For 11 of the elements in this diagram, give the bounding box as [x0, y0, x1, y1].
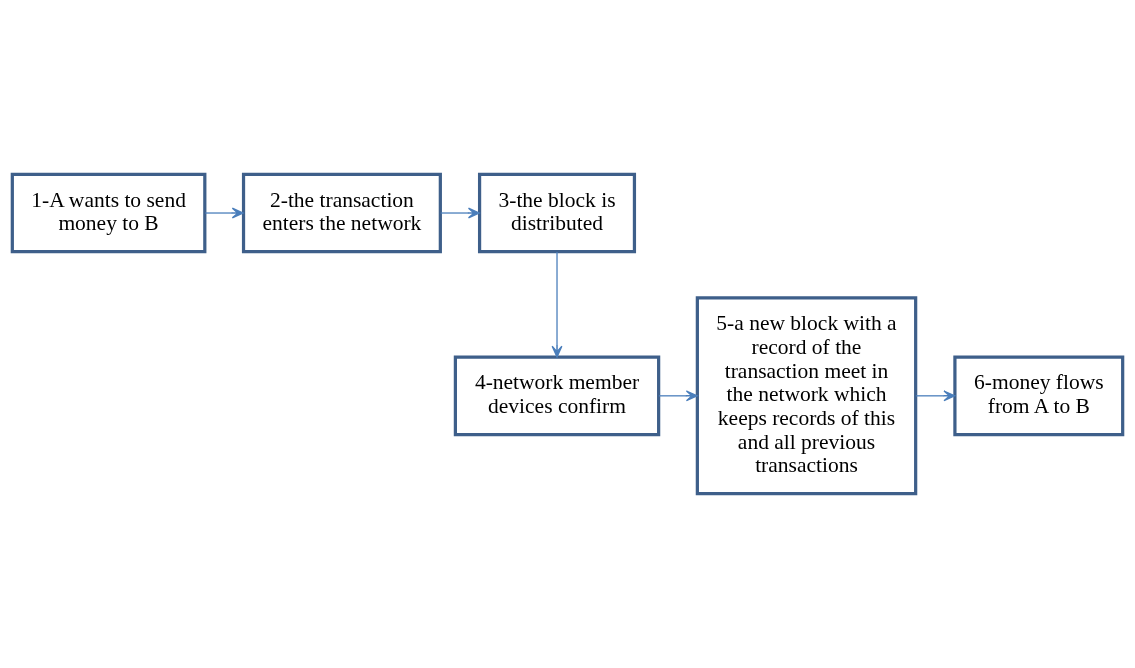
arrow: [915, 390, 956, 402]
node-box: 2-the transaction enters the network: [241, 172, 442, 254]
node-box: 6-money flows from A to B: [953, 355, 1125, 437]
arrow: [658, 390, 698, 402]
arrow: [204, 207, 244, 219]
node-box: 3-the block is distributed: [477, 172, 637, 254]
node-box: 5-a new block with a record of the transaction meet in the network which keeps records of this and all previous transactions: [695, 296, 918, 496]
arrow: [440, 207, 480, 219]
node-box: 1-A wants to send money to B: [10, 172, 207, 254]
node-box: 4-network member devices confirm: [453, 355, 661, 437]
arrow: [551, 251, 563, 358]
